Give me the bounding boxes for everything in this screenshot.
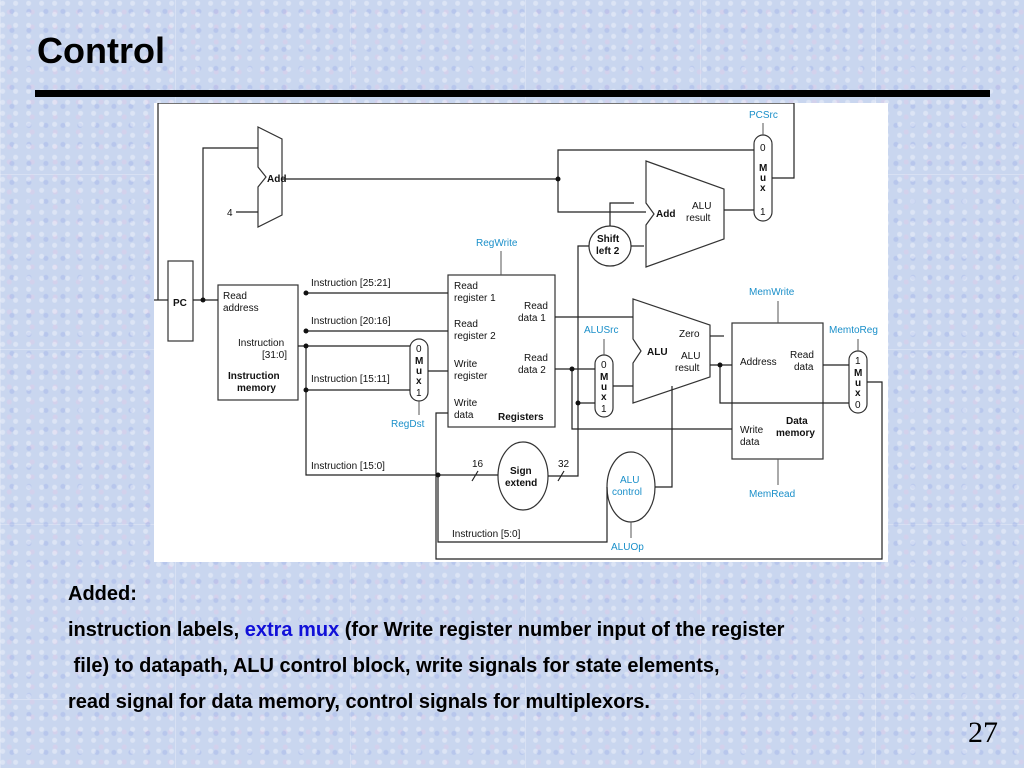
regs-read-data2-b: data 2 <box>518 365 546 376</box>
dmem-write-b: data <box>740 437 760 448</box>
notes-line-3: read signal for data memory, control sig… <box>68 691 650 713</box>
notes-line-2: file) to datapath, ALU control block, wr… <box>68 655 720 677</box>
dmem-address: Address <box>740 357 777 368</box>
regs-read-data1-a: Read <box>524 301 548 312</box>
dmem-read-b: data <box>794 362 814 373</box>
regdst-signal-label: RegDst <box>391 419 425 430</box>
instr-label-15-11: Instruction [15:11] <box>311 374 390 385</box>
shift-label-1: Shift <box>597 234 620 245</box>
datapath-diagram: PC Add 4 Read address Instruction [31:0]… <box>154 103 888 562</box>
regs-write-reg-a: Write <box>454 359 478 370</box>
memread-signal-label: MemRead <box>749 489 795 500</box>
alusrc-mux-u: u <box>601 382 607 393</box>
slide-title: Control <box>37 30 165 71</box>
pcsrc-mux-sel1: 1 <box>760 207 766 218</box>
pcsrc-mux-m: M <box>759 163 767 174</box>
branch-adder-label: Add <box>656 209 675 220</box>
memtoreg-mux-sel0: 0 <box>855 400 861 411</box>
aluop-signal-label: ALUOp <box>611 542 644 553</box>
control-wires <box>418 123 859 538</box>
regwrite-signal-label: RegWrite <box>476 238 518 249</box>
instr-label-20-16: Instruction [20:16] <box>311 316 391 327</box>
datapath-svg: PC Add 4 Read address Instruction [31:0]… <box>154 103 883 560</box>
alu-result-b: result <box>675 363 700 374</box>
pcsrc-signal-label: PCSrc <box>749 110 778 121</box>
alusrc-mux-sel0: 0 <box>601 360 607 371</box>
notes-heading: Added: <box>68 583 137 605</box>
instr-label-5-0: Instruction [5:0] <box>452 529 521 540</box>
instr-label-15-0: Instruction [15:0] <box>311 461 385 472</box>
imem-title-2: memory <box>237 383 276 394</box>
title-divider <box>35 90 990 97</box>
instr-label-25-21: Instruction [25:21] <box>311 278 391 289</box>
imem-bits: [31:0] <box>262 350 287 361</box>
memtoreg-mux-sel1: 1 <box>855 356 861 367</box>
notes-line-1: instruction labels, extra mux (for Write… <box>68 612 998 648</box>
regs-write-data-b: data <box>454 410 474 421</box>
regdst-mux-sel0: 0 <box>416 344 422 355</box>
alusrc-mux-sel1: 1 <box>601 404 607 415</box>
sign-extend-label-2: extend <box>505 478 537 489</box>
branch-adder-alu: ALU <box>692 201 711 212</box>
bus-width-32: 32 <box>558 459 570 470</box>
regs-read-data2-a: Read <box>524 353 548 364</box>
regs-read-data1-b: data 1 <box>518 313 546 324</box>
memwrite-signal-label: MemWrite <box>749 287 795 298</box>
regs-write-data-a: Write <box>454 398 478 409</box>
pc-adder <box>257 126 283 228</box>
regs-read-reg1-a: Read <box>454 281 478 292</box>
notes-line-1-end: (for Write register number input of the … <box>339 619 785 641</box>
regdst-mux-x: x <box>416 376 422 387</box>
dmem-title-1: Data <box>786 416 808 427</box>
data-memory <box>731 322 824 460</box>
imem-address: address <box>223 303 259 314</box>
alu-label: ALU <box>647 347 668 358</box>
regs-title: Registers <box>498 412 544 423</box>
regs-write-reg-b: register <box>454 371 488 382</box>
instruction-memory <box>217 284 299 401</box>
dmem-write-a: Write <box>740 425 764 436</box>
branch-adder-result: result <box>686 213 711 224</box>
sign-extend-label-1: Sign <box>510 466 532 477</box>
notes-block: Added: instruction labels, extra mux (fo… <box>68 576 998 720</box>
memtoreg-mux-u: u <box>855 378 861 389</box>
memtoreg-mux-x: x <box>855 388 861 399</box>
imem-instruction: Instruction <box>238 338 284 349</box>
alusrc-signal-label: ALUSrc <box>584 325 618 336</box>
dmem-title-2: memory <box>776 428 815 439</box>
pcsrc-mux-sel0: 0 <box>760 143 766 154</box>
alu-control-label-2: control <box>612 487 642 498</box>
regdst-mux-u: u <box>416 366 422 377</box>
regdst-mux-sel1: 1 <box>416 388 422 399</box>
shift-label-2: left 2 <box>596 246 620 257</box>
constant-four: 4 <box>227 208 233 219</box>
dmem-read-a: Read <box>790 350 814 361</box>
branch-adder <box>645 160 725 268</box>
pcsrc-mux-x: x <box>760 183 766 194</box>
bus-width-16: 16 <box>472 459 484 470</box>
pc-adder-label: Add <box>267 174 286 185</box>
page-number: 27 <box>968 716 998 749</box>
regs-read-reg2-b: register 2 <box>454 331 496 342</box>
regdst-mux-m: M <box>415 356 423 367</box>
pc-label: PC <box>173 298 187 309</box>
regs-read-reg1-b: register 1 <box>454 293 496 304</box>
main-alu <box>632 298 711 404</box>
alu-zero: Zero <box>679 329 700 340</box>
alusrc-mux-m: M <box>600 372 608 383</box>
register-file <box>447 274 556 428</box>
pcsrc-mux-u: u <box>760 173 766 184</box>
regs-read-reg2-a: Read <box>454 319 478 330</box>
notes-highlight: extra mux <box>244 619 340 641</box>
imem-title-1: Instruction <box>228 371 280 382</box>
alusrc-mux-x: x <box>601 392 607 403</box>
notes-line-1-start: instruction labels, <box>68 619 245 641</box>
junction-dots <box>200 176 723 478</box>
memtoreg-mux-m: M <box>854 368 862 379</box>
alu-control-label-1: ALU <box>620 475 639 486</box>
imem-read: Read <box>223 291 247 302</box>
pc-register <box>167 260 194 342</box>
memtoreg-signal-label: MemtoReg <box>829 325 878 336</box>
alu-result-a: ALU <box>681 351 700 362</box>
